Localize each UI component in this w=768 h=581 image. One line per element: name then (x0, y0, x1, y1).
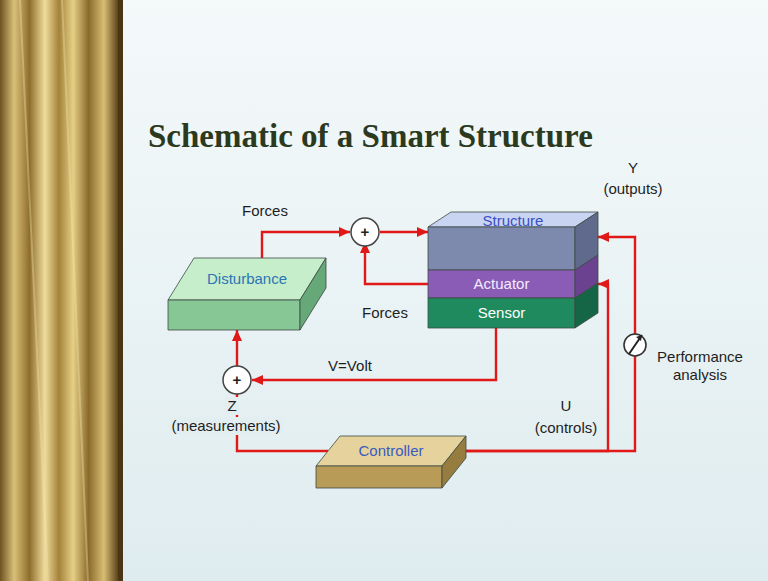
node-label: Sensor (428, 304, 575, 322)
node-label: Controller (328, 442, 454, 460)
signal-connector (365, 242, 428, 284)
node-label: Disturbance (181, 270, 313, 288)
summing-junction: + (222, 370, 252, 390)
structure-layer: Structure (428, 212, 598, 270)
output-label: (outputs) (603, 180, 662, 198)
actuator-layer: Actuator (428, 270, 598, 298)
disturbance-block-shape (168, 258, 326, 330)
sensor-layer: Sensor (428, 298, 598, 328)
output-symbol: Y (628, 159, 638, 177)
control-label: (controls) (535, 419, 598, 437)
gauge-label: Performance analysis (650, 348, 750, 384)
node-label: Actuator (428, 275, 575, 293)
measurement-symbol: Z (225, 397, 238, 415)
signal-connector (262, 232, 350, 258)
signal-connector (252, 328, 496, 380)
controller-block: Controller (316, 436, 466, 488)
signal-connector (236, 330, 238, 370)
node-label: Structure (438, 212, 588, 230)
signal-connector (380, 231, 428, 233)
measurement-label: (measurements) (169, 417, 282, 435)
signal-label: V=Volt (328, 357, 372, 375)
disturbance-block: Disturbance (168, 258, 326, 330)
force-label: Forces (242, 202, 288, 220)
summing-junction: + (350, 222, 380, 242)
node-label: + (222, 371, 252, 389)
control-symbol: U (561, 397, 572, 415)
force-label: Forces (362, 304, 408, 322)
node-label: + (350, 223, 380, 241)
slide-title: Schematic of a Smart Structure (148, 118, 593, 155)
